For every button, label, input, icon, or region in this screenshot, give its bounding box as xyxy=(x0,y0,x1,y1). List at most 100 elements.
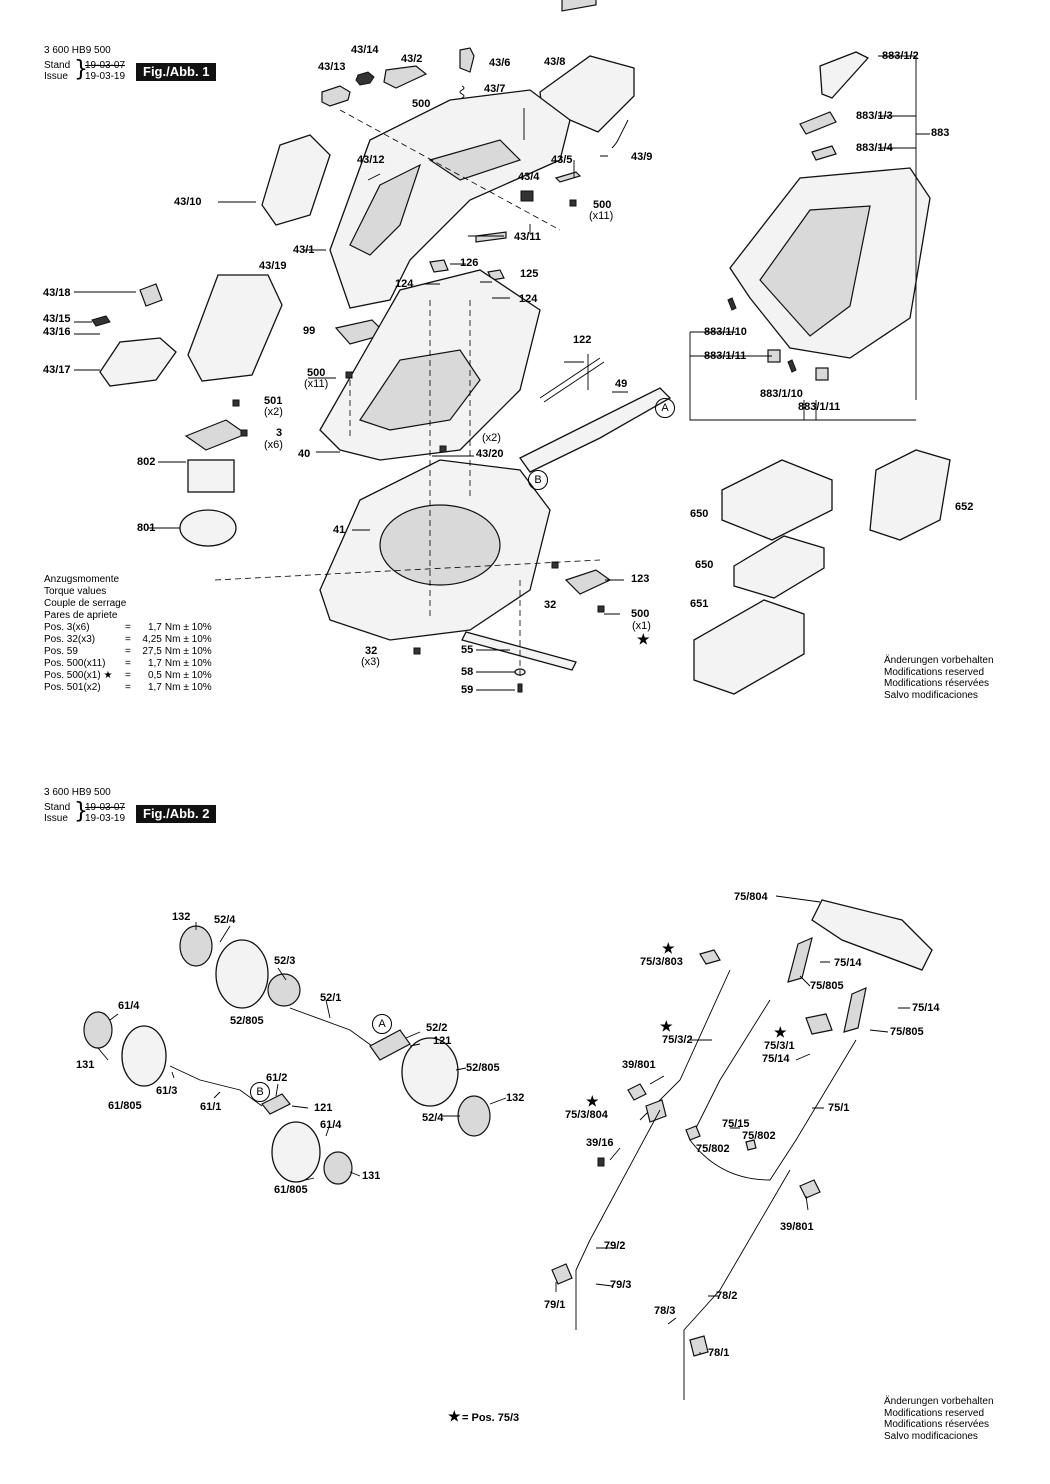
callout-3: 3 xyxy=(276,427,283,439)
callout-801: 801 xyxy=(137,522,156,534)
callout-43-20: 43/20 xyxy=(476,448,504,460)
callout-52-805a: 52/805 xyxy=(230,1015,264,1027)
figure-label: Fig./Abb. 1 xyxy=(136,63,217,81)
part-75-1 xyxy=(689,999,857,1181)
stand-date-2: 19-03-07 xyxy=(85,802,126,813)
bracket-883 xyxy=(689,55,930,421)
callout-883-1-3: 883/1/3 xyxy=(856,110,893,122)
brace-icon: } xyxy=(74,57,88,82)
note-en: Modifications reserved xyxy=(884,666,985,678)
callout-43-15: 43/15 xyxy=(43,313,71,325)
callout-883-1-11b: 883/1/11 xyxy=(798,401,841,413)
part-61-805a xyxy=(121,1025,167,1087)
part-43-19 xyxy=(187,274,283,382)
callout-3-qty: (x6) xyxy=(264,439,283,451)
callout-41: 41 xyxy=(333,524,346,536)
callout-75-802b: 75/802 xyxy=(696,1143,730,1155)
torque-title-fr: Couple de serrage xyxy=(44,598,127,609)
part-55 xyxy=(461,631,577,671)
deck-bowl xyxy=(379,504,501,586)
part-52-1 xyxy=(289,1007,373,1047)
part-49 xyxy=(519,387,672,473)
callout-75-15: 75/15 xyxy=(722,1118,750,1130)
part-79-2-78-2 xyxy=(575,1109,791,1400)
callout-121b: 121 xyxy=(314,1102,333,1114)
callout-49: 49 xyxy=(615,378,628,390)
callout-52-2: 52/2 xyxy=(426,1022,448,1034)
part-59 xyxy=(517,683,523,693)
part-75-3-803 xyxy=(699,949,721,965)
callout-75-3-803: 75/3/803 xyxy=(640,956,683,968)
part-43-10 xyxy=(261,134,331,226)
callout-39-801a: 39/801 xyxy=(622,1059,656,1071)
callout-43-5: 43/5 xyxy=(551,154,573,166)
callout-125: 125 xyxy=(520,268,539,280)
doc-number-2: 3 600 HB9 500 xyxy=(44,787,111,798)
issue-label: Issue xyxy=(44,71,68,82)
callout-883-1-10b: 883/1/10 xyxy=(760,388,803,400)
part-131b xyxy=(323,1151,353,1185)
callout-883-1-11a: 883/1/11 xyxy=(704,350,747,362)
part-43-13 xyxy=(321,85,351,107)
callout-58: 58 xyxy=(461,666,474,678)
handle-bend xyxy=(689,1139,771,1181)
callout-883-1-4: 883/1/4 xyxy=(856,142,893,154)
callout-43-7: 43/7 xyxy=(484,83,506,95)
callout-43-18: 43/18 xyxy=(43,287,71,299)
lid-grid xyxy=(561,0,597,12)
part-651 xyxy=(693,599,805,695)
ref-circle-a: A xyxy=(655,398,675,418)
callout-43-1: 43/1 xyxy=(293,244,315,256)
callout-52-3: 52/3 xyxy=(274,955,296,967)
callout-99: 99 xyxy=(303,325,316,337)
part-802-cover xyxy=(184,419,248,451)
callout-501: 501 xyxy=(264,395,283,407)
part-39-16 xyxy=(597,1157,605,1167)
callout-123: 123 xyxy=(631,573,650,585)
part-650a xyxy=(721,459,833,541)
star-icon: ★ xyxy=(637,631,650,647)
callout-79-3: 79/3 xyxy=(610,1279,632,1291)
part-43-15 xyxy=(91,315,111,327)
callout-43-12: 43/12 xyxy=(357,154,385,166)
callout-43-14: 43/14 xyxy=(351,44,379,56)
callout-75-3-1: 75/3/1 xyxy=(764,1040,795,1052)
callout-500b-qty: (x11) xyxy=(589,210,614,222)
callout-52-4a: 52/4 xyxy=(214,914,236,926)
callout-52-1: 52/1 xyxy=(320,992,342,1004)
note-de: Änderungen vorbehalten xyxy=(884,655,994,666)
callout-39-801b: 39/801 xyxy=(780,1221,814,1233)
part-43-12 xyxy=(367,173,381,181)
part-650b xyxy=(733,535,825,599)
part-652 xyxy=(869,449,951,541)
leader-lines-2 xyxy=(97,895,910,1354)
figure-label-2: Fig./Abb. 2 xyxy=(136,805,217,823)
part-43-18 xyxy=(139,283,163,307)
part-132b xyxy=(457,1095,491,1137)
callout-79-1: 79/1 xyxy=(544,1299,566,1311)
callout-61-2: 61/2 xyxy=(266,1072,288,1084)
footnote-text: = Pos. 75/3 xyxy=(462,1412,520,1424)
callout-500c: 500 xyxy=(307,367,326,379)
callout-75-14c: 75/14 xyxy=(762,1053,790,1065)
part-126 xyxy=(429,259,449,273)
ref-circle-a-2: A xyxy=(372,1014,392,1034)
callout-131b: 131 xyxy=(362,1170,381,1182)
callout-78-3: 78/3 xyxy=(654,1305,676,1317)
part-61-1 xyxy=(169,1065,263,1107)
assembly-lines xyxy=(214,109,601,680)
callout-75-3-2: 75/3/2 xyxy=(662,1034,693,1046)
star-icon-1: ★ xyxy=(662,940,675,956)
callout-32a: 32 xyxy=(544,599,557,611)
callout-52-4b: 52/4 xyxy=(422,1112,444,1124)
issue-date-2: 19-03-19 xyxy=(85,813,126,824)
note-es-2: Salvo modificaciones xyxy=(884,1430,978,1442)
ref-circle-b-2: B xyxy=(250,1082,270,1102)
part-122 xyxy=(539,357,605,403)
callout-652: 652 xyxy=(955,501,974,513)
part-43-6 xyxy=(459,47,475,73)
part-883-1-10a xyxy=(727,297,737,311)
